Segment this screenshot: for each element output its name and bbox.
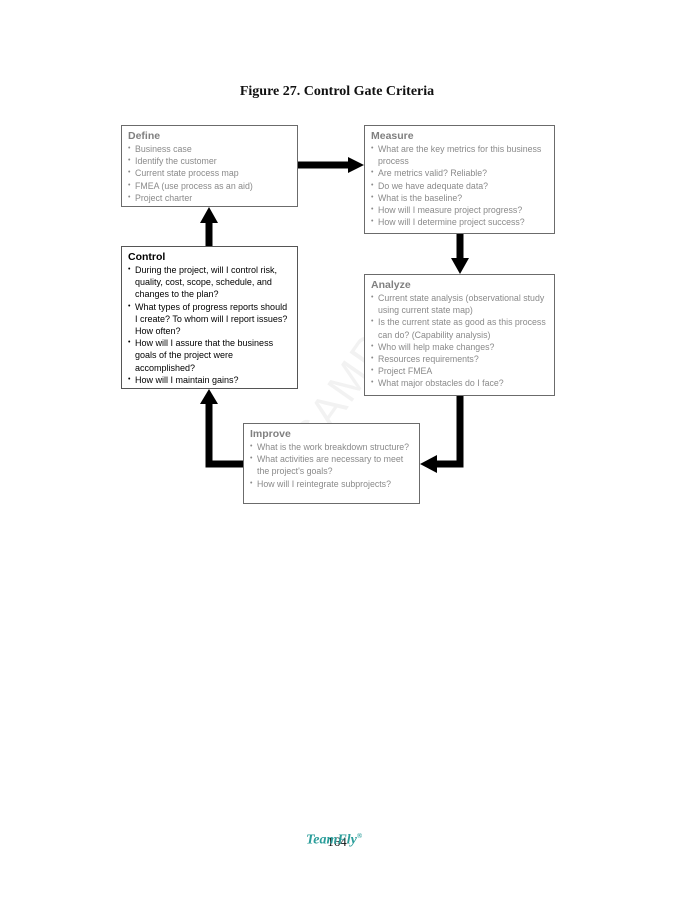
arrow-control-to-define bbox=[200, 207, 218, 246]
list-item: How will I measure project progress? bbox=[371, 204, 549, 216]
control-list: During the project, will I control risk,… bbox=[128, 264, 292, 386]
list-item: How will I assure that the business goal… bbox=[128, 337, 292, 374]
list-item: How will I maintain gains? bbox=[128, 374, 292, 386]
brand-logo: TeamFly® bbox=[306, 832, 362, 849]
measure-title: Measure bbox=[371, 130, 414, 142]
list-item: What is the work breakdown structure? bbox=[250, 441, 414, 453]
control-title: Control bbox=[128, 251, 166, 263]
list-item: FMEA (use process as an aid) bbox=[128, 180, 292, 192]
arrow-analyze-to-improve bbox=[420, 396, 464, 473]
improve-list: What is the work breakdown structure?Wha… bbox=[250, 441, 414, 490]
list-item: Resources requirements? bbox=[371, 353, 549, 365]
list-item: During the project, will I control risk,… bbox=[128, 264, 292, 301]
define-title: Define bbox=[128, 130, 161, 142]
list-item: What activities are necessary to meet th… bbox=[250, 453, 414, 477]
brand-text: TeamFly bbox=[306, 832, 357, 848]
list-item: Do we have adequate data? bbox=[371, 180, 549, 192]
list-item: Project charter bbox=[128, 192, 292, 204]
list-item: Are metrics valid? Reliable? bbox=[371, 167, 549, 179]
arrow-measure-to-analyze bbox=[451, 234, 469, 274]
analyze-box: Analyze Current state analysis (observat… bbox=[364, 274, 555, 396]
arrow-define-to-measure bbox=[298, 157, 364, 173]
analyze-title: Analyze bbox=[371, 279, 411, 291]
measure-box: Measure What are the key metrics for thi… bbox=[364, 125, 555, 234]
page-number: 164 bbox=[327, 834, 347, 849]
arrow-improve-to-control bbox=[200, 389, 243, 468]
list-item: Is the current state as good as this pro… bbox=[371, 316, 549, 340]
list-item: What types of progress reports should I … bbox=[128, 301, 292, 338]
analyze-list: Current state analysis (observational st… bbox=[371, 292, 549, 390]
list-item: What are the key metrics for this busine… bbox=[371, 143, 549, 167]
list-item: What is the baseline? bbox=[371, 192, 549, 204]
list-item: What major obstacles do I face? bbox=[371, 377, 549, 389]
define-list: Business caseIdentify the customerCurren… bbox=[128, 143, 292, 204]
list-item: Current state analysis (observational st… bbox=[371, 292, 549, 316]
control-box: Control During the project, will I contr… bbox=[121, 246, 298, 389]
measure-list: What are the key metrics for this busine… bbox=[371, 143, 549, 229]
improve-box: Improve What is the work breakdown struc… bbox=[243, 423, 420, 504]
list-item: How will I determine project success? bbox=[371, 216, 549, 228]
define-box: Define Business caseIdentify the custome… bbox=[121, 125, 298, 207]
improve-title: Improve bbox=[250, 428, 291, 440]
brand-mark: ® bbox=[356, 832, 363, 840]
list-item: Project FMEA bbox=[371, 365, 549, 377]
list-item: Current state process map bbox=[128, 167, 292, 179]
list-item: Who will help make changes? bbox=[371, 341, 549, 353]
figure-title: Figure 27. Control Gate Criteria bbox=[239, 84, 435, 99]
list-item: How will I reintegrate subprojects? bbox=[250, 478, 414, 490]
list-item: Business case bbox=[128, 143, 292, 155]
list-item: Identify the customer bbox=[128, 155, 292, 167]
